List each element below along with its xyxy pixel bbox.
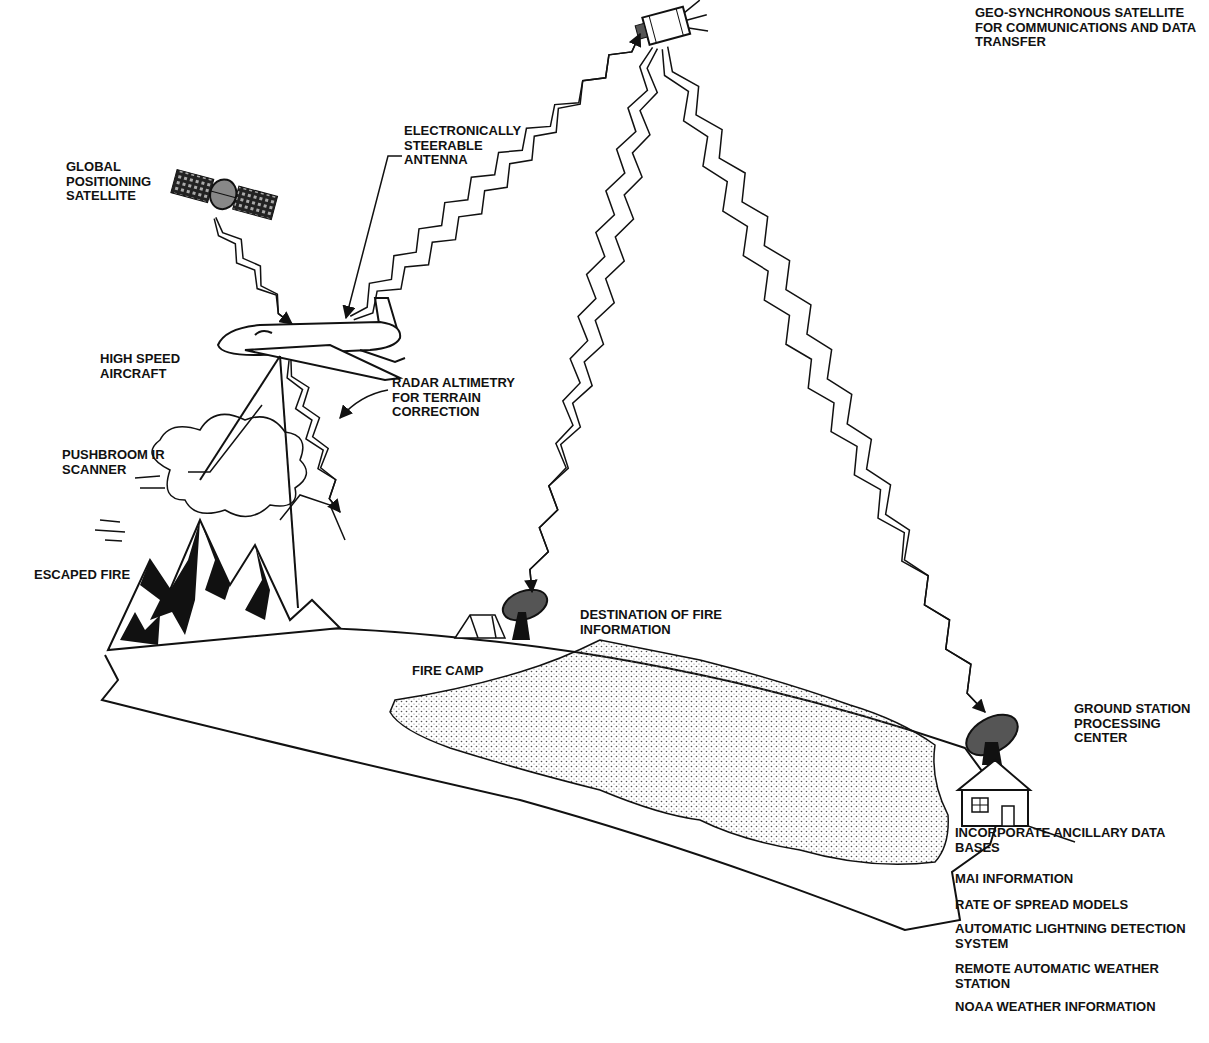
sensor-label: PUSHBROOM IR SCANNER xyxy=(62,448,184,477)
gps-satellite xyxy=(170,167,278,223)
antenna-label: ELECTRONICALLY STEERABLE ANTENNA xyxy=(404,124,524,168)
signal-beam xyxy=(530,47,653,592)
camp-label: FIRE CAMP xyxy=(412,664,484,679)
ground-station xyxy=(958,706,1075,842)
data-source-item: NOAA WEATHER INFORMATION xyxy=(955,1000,1156,1015)
fire-label: ESCAPED FIRE xyxy=(34,568,130,583)
data-source-item: AUTOMATIC LIGHTNING DETECTION SYSTEM xyxy=(955,922,1200,951)
signal-beam xyxy=(350,34,640,316)
data-source-item: REMOTE AUTOMATIC WEATHER STATION xyxy=(955,962,1200,991)
scanner-lines xyxy=(200,356,298,608)
signal-beam xyxy=(216,217,292,324)
sensor-label: RADAR ALTIMETRY FOR TERRAIN CORRECTION xyxy=(392,376,517,420)
aircraft-label: HIGH SPEED AIRCRAFT xyxy=(100,352,200,381)
destination-label: DESTINATION OF FIRE INFORMATION xyxy=(580,608,770,637)
destination-dish xyxy=(499,584,552,640)
data-source-item: RATE OF SPREAD MODELS xyxy=(955,898,1128,913)
signal-beam xyxy=(287,360,340,512)
fire-camp xyxy=(455,615,505,638)
signal-beam xyxy=(354,34,640,320)
data-source-item: MAI INFORMATION xyxy=(955,872,1073,887)
high-speed-aircraft xyxy=(218,298,405,380)
geo-satellite xyxy=(633,0,711,49)
satellite-label: GLOBAL POSITIONING SATELLITE xyxy=(66,160,176,204)
data-source-item: INCORPORATE ANCILLARY DATA BASES xyxy=(955,826,1200,855)
signal-beam xyxy=(530,49,658,592)
land-mass xyxy=(102,628,1000,930)
satellite-label: GEO-SYNCHRONOUS SATELLITE FOR COMMUNICAT… xyxy=(975,6,1201,50)
lake-region xyxy=(390,640,948,864)
signal-beam xyxy=(291,360,340,512)
station-label: GROUND STATION PROCESSING CENTER xyxy=(1074,702,1202,746)
